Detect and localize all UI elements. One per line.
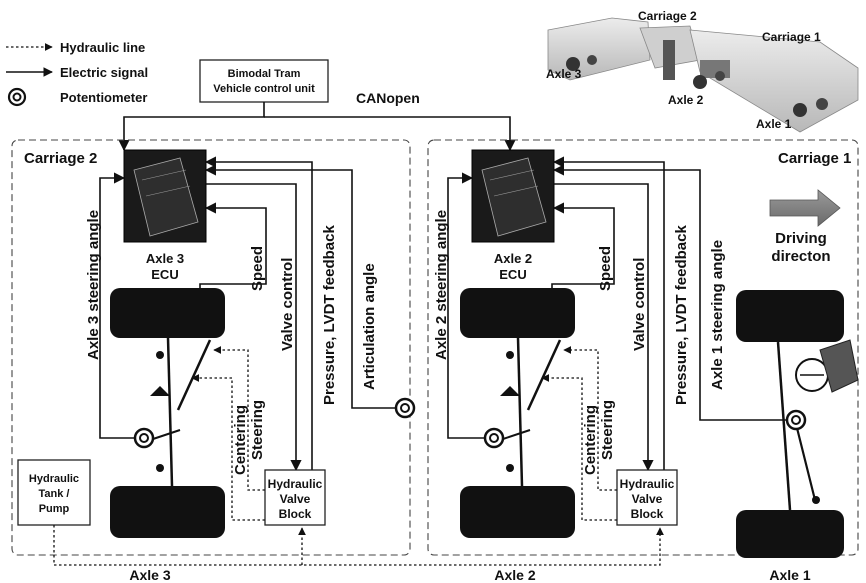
articulation-angle-label: Articulation angle	[361, 263, 378, 390]
axle3-valve-l1: Hydraulic	[268, 477, 323, 491]
tram-illustration: Carriage 2 Carriage 1 Axle 3 Axle 2 Axle…	[546, 9, 859, 133]
axle2-speed-label: Speed	[597, 246, 614, 291]
axle2-hydraulic-valve-block	[616, 469, 678, 526]
tram-carriage1-label: Carriage 1	[762, 30, 821, 44]
tram-axle1-label: Axle 1	[756, 117, 792, 131]
axle1-potentiometer-icon	[785, 409, 807, 431]
axle3-pressure-label: Pressure, LVDT feedback	[321, 225, 338, 405]
axle2-centering-label: Centering	[582, 405, 599, 475]
axle2-valve-l1: Hydraulic	[620, 477, 675, 491]
articulation-angle-line	[204, 164, 396, 409]
axle2-ecu-line2: ECU	[499, 267, 526, 282]
potentiometer-icon	[7, 87, 27, 107]
carriage1-frame	[427, 139, 859, 556]
tram-axle3-label: Axle 3	[546, 67, 582, 81]
axle3-valve-l2: Valve	[280, 492, 311, 506]
tank-l1: Hydraulic	[29, 473, 79, 485]
axle3-valve-control-line	[206, 183, 302, 472]
legend-hydraulic: Hydraulic line	[60, 40, 145, 55]
axle2-steering-linkage	[499, 337, 562, 487]
vcu-line1: Bimodal Tram	[228, 68, 301, 80]
axle2-upper-tire	[460, 288, 575, 338]
carriage2-frame	[11, 139, 411, 556]
tank-l2: Tank /	[39, 488, 70, 500]
axle1-steering-angle-label: Axle 1 steering angle	[709, 240, 726, 390]
axle3-ecu	[123, 149, 207, 243]
axle2-valve-control-label: Valve control	[631, 258, 648, 351]
axle2-ecu	[471, 149, 555, 243]
axle3-ecu-line2: ECU	[151, 267, 178, 282]
axle3-steering-label: Steering	[249, 400, 266, 460]
axle2-ecu-line1: Axle 2	[494, 251, 532, 266]
axle3-pressure-line	[204, 156, 313, 470]
tank-l3: Pump	[39, 503, 70, 515]
axle1-bottom-label: Axle 1	[769, 567, 810, 583]
articulation-potentiometer-icon	[394, 397, 416, 419]
axle2-valve-control-line	[554, 183, 654, 472]
axle3-speed-label: Speed	[249, 246, 266, 291]
legend-electric: Electric signal	[60, 65, 148, 80]
canopen-to-axle2	[264, 116, 516, 152]
vcu-line2: Vehicle control unit	[213, 83, 315, 95]
hydraulic-tank-pump-box	[17, 459, 91, 526]
carriage1-label: Carriage 1	[778, 150, 851, 167]
driving-direction-arrow-icon	[769, 189, 841, 227]
canopen-label: CANopen	[356, 90, 420, 106]
axle2-steering-angle-label: Axle 2 steering angle	[433, 210, 450, 360]
legend-potentiometer: Potentiometer	[60, 90, 147, 105]
axle2-potentiometer-icon	[483, 427, 505, 449]
axle3-centering-label: Centering	[232, 405, 249, 475]
axle1-steering-angle-line	[552, 164, 787, 421]
axle3-potentiometer-icon	[133, 427, 155, 449]
canopen-to-axle3	[118, 102, 265, 152]
axle3-upper-tire	[110, 288, 225, 338]
axle2-pressure-line	[552, 156, 665, 470]
axle3-valve-control-label: Valve control	[279, 258, 296, 351]
axle3-steering-linkage	[149, 337, 212, 487]
axle1-upper-tire	[736, 290, 844, 342]
axle3-bottom-label: Axle 3	[129, 567, 170, 583]
axle2-speed-line	[551, 202, 615, 288]
vehicle-control-unit-box	[199, 59, 329, 103]
axle3-lower-tire	[110, 486, 225, 538]
axle3-centering-hydraulic	[191, 374, 265, 521]
carriage2-label: Carriage 2	[24, 150, 97, 167]
axle2-centering-hydraulic	[541, 374, 617, 521]
axle2-lower-tire	[460, 486, 575, 538]
axle2-steering-hydraulic	[563, 346, 617, 491]
axle3-hydraulic-valve-block	[264, 469, 326, 526]
axle3-valve-l3: Block	[279, 507, 312, 521]
tram-carriage2-label: Carriage 2	[638, 9, 697, 23]
hydraulic-supply-line	[53, 525, 664, 566]
axle2-valve-l2: Valve	[632, 492, 663, 506]
axle3-speed-line	[199, 202, 267, 288]
tram-axle2-label: Axle 2	[668, 93, 704, 107]
axle2-steering-label: Steering	[599, 400, 616, 460]
axle3-steering-hydraulic	[213, 346, 265, 491]
axle1-lower-tire	[736, 510, 844, 558]
driving-label-1: Driving	[775, 230, 827, 247]
axle1-steering-mechanism	[776, 339, 859, 511]
axle3-steering-angle-label: Axle 3 steering angle	[85, 210, 102, 360]
driving-label-2: directon	[771, 248, 830, 265]
legend: Hydraulic line Electric signal Potentiom…	[6, 40, 148, 107]
axle2-bottom-label: Axle 2	[494, 567, 535, 583]
axle2-pressure-label: Pressure, LVDT feedback	[673, 225, 690, 405]
axle3-ecu-line1: Axle 3	[146, 251, 184, 266]
axle2-valve-l3: Block	[631, 507, 664, 521]
axle2-steering-angle-line	[447, 172, 485, 439]
axle3-steering-angle-line	[99, 172, 135, 439]
